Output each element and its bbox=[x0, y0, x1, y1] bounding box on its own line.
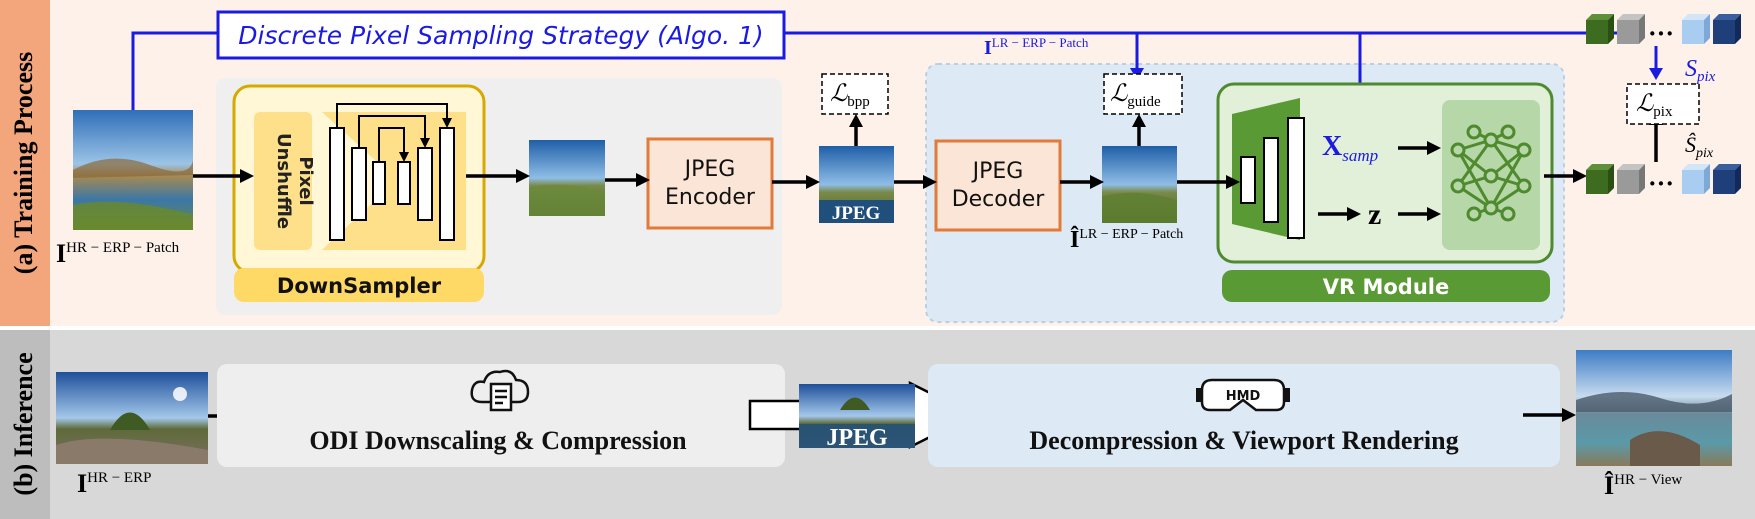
mlp-nodes bbox=[1450, 124, 1532, 222]
downsampler-label: DownSampler bbox=[277, 274, 442, 298]
vr-encoder-layers bbox=[1240, 117, 1305, 239]
cloud-document-icon bbox=[470, 369, 530, 412]
hr-patch-image bbox=[73, 110, 193, 230]
sampling-strategy-box bbox=[216, 10, 786, 60]
unet-skip-connections bbox=[336, 103, 448, 162]
viewport-output-label: ÎHR − View bbox=[1604, 471, 1682, 500]
hr-patch-label: IHR − ERP − Patch bbox=[56, 239, 180, 268]
inference-section-label: (b) Inference bbox=[9, 352, 38, 495]
pred-cubes-dots: ··· bbox=[1648, 169, 1674, 198]
unet-layers bbox=[329, 127, 455, 241]
rendering-label: Decompression & Viewport Rendering bbox=[1029, 426, 1458, 455]
training-side-band bbox=[0, 0, 50, 326]
loss-pix-box bbox=[1626, 83, 1700, 125]
jpeg-tag-inference: JPEG bbox=[826, 425, 888, 451]
jpeg-decoder-box bbox=[934, 139, 1062, 232]
lr-hat-label: ÎLR − ERP − Patch bbox=[1070, 226, 1183, 253]
jpeg-encoder-box bbox=[646, 137, 774, 230]
viewport-output-image bbox=[1576, 350, 1732, 466]
vr-module-label-box bbox=[1222, 270, 1550, 302]
training-flow-arrowheads bbox=[240, 112, 1663, 221]
pixel-unshuffle-label: PixelUnshuffle bbox=[273, 133, 316, 229]
lr-patch-blue-label: ILR − ERP − Patch bbox=[984, 35, 1089, 59]
pred-pixel-cubes bbox=[1586, 164, 1741, 194]
z-label: z bbox=[1368, 198, 1381, 231]
training-section-label: (a) Training Process bbox=[9, 52, 38, 274]
inference-side-band bbox=[0, 330, 50, 519]
training-flow-arrows bbox=[193, 124, 1658, 216]
x-samp-label: Xsamp bbox=[1322, 131, 1378, 165]
compression-box bbox=[217, 364, 785, 467]
loss-bpp-box bbox=[821, 73, 889, 115]
downsampled-thumbnail bbox=[529, 140, 605, 216]
sampling-strategy-label: Discrete Pixel Sampling Strategy (Algo. … bbox=[238, 21, 763, 50]
loss-guide-box bbox=[1103, 73, 1183, 115]
gt-pixel-cubes bbox=[1586, 14, 1741, 44]
jpeg-tag-training: JPEG bbox=[832, 203, 881, 224]
vr-module-label: VR Module bbox=[1323, 275, 1449, 299]
downsampler-label-box bbox=[234, 268, 484, 302]
decoded-lr-image bbox=[1102, 146, 1177, 223]
jpeg-compressed-image bbox=[819, 146, 894, 223]
loss-guide-label: ℒguide bbox=[1110, 81, 1161, 110]
inference-jpeg-image bbox=[799, 384, 915, 448]
hmd-label: HMD bbox=[1226, 389, 1261, 404]
hmd-icon bbox=[1196, 378, 1290, 412]
inference-input-image bbox=[56, 372, 208, 464]
inference-input-label: IHR − ERP bbox=[77, 469, 151, 498]
rendering-box bbox=[928, 364, 1560, 467]
loss-bpp-label: ℒbpp bbox=[830, 81, 870, 110]
s-hat-pix-label: Ŝpix bbox=[1685, 132, 1714, 161]
loss-pix-label: ℒpix bbox=[1636, 91, 1673, 120]
compression-label: ODI Downscaling & Compression bbox=[309, 426, 687, 455]
pixel-unshuffle-box bbox=[254, 112, 312, 250]
inference-arrow-2-head bbox=[1562, 408, 1576, 422]
gt-cubes-dots: ··· bbox=[1648, 19, 1674, 48]
s-pix-label: Spix bbox=[1685, 56, 1716, 85]
unet-skip-arrowheads bbox=[399, 118, 452, 162]
